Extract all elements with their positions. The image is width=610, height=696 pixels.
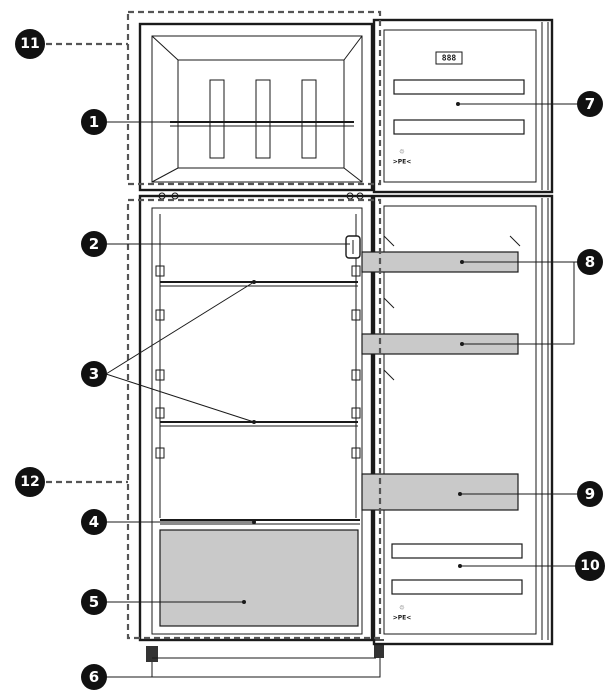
fridge-door-panel (391, 543, 523, 559)
door-bin-middle (361, 297, 519, 355)
door-foot (374, 644, 384, 658)
callout-1: 1 (81, 109, 107, 135)
svg-text:2: 2 (89, 235, 99, 253)
ice-tray-slot (209, 79, 225, 159)
fridge-inner-liner (151, 207, 363, 635)
fridge-compartment-outline (126, 198, 382, 640)
temperature-display-text: 888 (442, 54, 457, 63)
crisper-drawer (159, 529, 359, 627)
callout-3: 3 (81, 361, 107, 387)
callout-12: 12 (15, 467, 45, 497)
freezer-cabinet-outline (138, 22, 374, 192)
svg-text:1: 1 (89, 113, 99, 131)
svg-text:8: 8 (585, 253, 595, 271)
callout-6: 6 (81, 664, 107, 690)
ice-tray-slot (255, 79, 271, 159)
callout-2: 2 (81, 231, 107, 257)
svg-text:5: 5 (89, 593, 99, 611)
shelf-supports (155, 265, 361, 459)
callout-5: 5 (81, 589, 107, 615)
svg-text:9: 9 (585, 485, 595, 503)
material-mark: >PE< (393, 159, 412, 166)
recycle-symbol: ♲ (399, 605, 404, 612)
material-mark: >PE< (393, 615, 412, 622)
svg-text:4: 4 (89, 513, 99, 531)
freezer-door: 888 ♲ >PE< (372, 18, 554, 194)
svg-text:10: 10 (580, 558, 600, 574)
svg-text:6: 6 (89, 668, 99, 686)
freezer-inner-liner (151, 35, 363, 183)
callout-4: 4 (81, 509, 107, 535)
temperature-display (435, 51, 463, 65)
callout-8: 8 (577, 249, 603, 275)
glass-shelf-lower (160, 421, 358, 427)
svg-text:7: 7 (585, 95, 595, 113)
svg-text:11: 11 (20, 36, 39, 52)
freezer-door-shelf (393, 79, 525, 95)
recycle-symbol: ♲ (399, 149, 404, 156)
fridge-door: ♲ >PE< (361, 194, 554, 646)
freezer-compartment-outline (126, 10, 382, 186)
svg-text:12: 12 (20, 474, 39, 490)
door-bin-upper (361, 235, 521, 273)
callout-9: 9 (577, 481, 603, 507)
glass-shelf-upper (160, 281, 358, 287)
adjustable-foot (146, 646, 158, 662)
callout-11: 11 (15, 29, 45, 59)
fridge-door-panel (391, 579, 523, 595)
leader-lines (105, 103, 578, 678)
door-bin-bottle (361, 369, 519, 511)
ice-tray-slot (301, 79, 317, 159)
leader-dots (242, 102, 464, 604)
crisper-cover (160, 519, 360, 525)
freezer-back-wall (177, 59, 345, 169)
cabinet (138, 22, 384, 662)
freezer-door-shelf (393, 119, 525, 135)
callout-7: 7 (577, 91, 603, 117)
callout-10: 10 (575, 551, 605, 581)
svg-text:3: 3 (89, 365, 99, 383)
